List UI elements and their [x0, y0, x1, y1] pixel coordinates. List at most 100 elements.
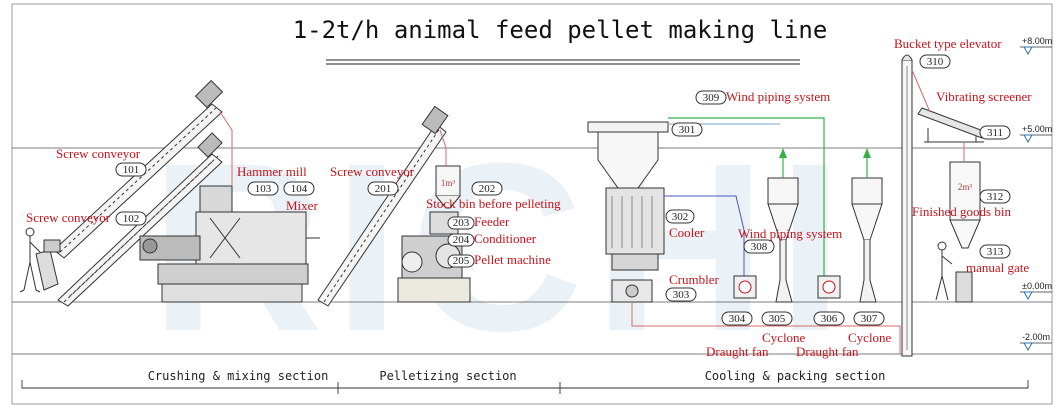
label-conditioner: Conditioner [474, 231, 537, 246]
number-bubble-312: 312 [979, 189, 1011, 204]
level-marker-5m: +5.00m [1020, 124, 1052, 144]
number-bubble-313: 313 [979, 244, 1011, 259]
section-label-crushing: Crushing & mixing section [148, 369, 329, 383]
label-screw-conveyor-201: Screw conveyor [330, 164, 415, 179]
section-label-cooling: Cooling & packing section [705, 369, 886, 383]
number-bubble-311: 311 [979, 125, 1011, 140]
label-cyclone-307: Cyclone [848, 330, 892, 345]
svg-text:101: 101 [123, 164, 140, 176]
svg-text:313: 313 [987, 246, 1004, 258]
wind-pipe-308 [664, 195, 745, 282]
material-flow-return [631, 302, 901, 354]
number-bubble-205: 205 [447, 254, 475, 268]
worker-figure-right [935, 241, 973, 303]
label-cooler: Cooler [669, 225, 705, 240]
number-bubble-307: 307 [853, 311, 885, 326]
number-bubble-302: 302 [665, 209, 695, 224]
svg-text:104: 104 [291, 183, 308, 195]
section-brace [21, 380, 1029, 394]
material-flow-line [219, 111, 233, 186]
svg-text:308: 308 [751, 241, 768, 253]
label-screw-conveyor-102: Screw conveyor [26, 210, 111, 225]
svg-text:303: 303 [673, 289, 690, 301]
svg-text:103: 103 [255, 183, 272, 195]
hammer-mill-mixer [139, 185, 320, 303]
finished-bin-volume: 2m³ [958, 182, 973, 192]
exhaust-arrow-307 [863, 148, 871, 158]
number-bubble-201: 201 [367, 181, 399, 196]
number-bubble-101: 101 [115, 162, 147, 177]
label-mixer: Mixer [286, 198, 318, 213]
bucket-elevator-310 [901, 54, 913, 357]
svg-text:301: 301 [679, 124, 696, 136]
number-bubble-202: 202 [471, 181, 503, 196]
screw-conveyor-101 [43, 79, 224, 259]
label-stock-bin: Stock bin before pelleting [426, 196, 561, 211]
label-cyclone-305: Cyclone [762, 330, 806, 345]
number-bubble-301: 301 [671, 122, 703, 137]
number-bubble-304: 304 [721, 311, 753, 326]
svg-text:102: 102 [123, 213, 140, 225]
number-bubble-306: 306 [813, 311, 845, 326]
number-bubble-303: 303 [665, 287, 697, 302]
level-marker-8m: +8.00m [1020, 36, 1052, 56]
label-feeder: Feeder [474, 214, 510, 229]
svg-text:205: 205 [453, 255, 470, 267]
screw-conveyor-201 [317, 105, 449, 307]
label-bucket-elevator: Bucket type elevator [894, 36, 1002, 51]
svg-text:±0.00m: ±0.00m [1022, 281, 1052, 291]
screw-conveyor-102 [57, 132, 223, 307]
diagram-title: 1-2t/h animal feed pellet making line [293, 16, 828, 44]
svg-text:201: 201 [375, 183, 392, 195]
draught-fan-306 [817, 275, 841, 299]
level-marker-0m: ±0.00m [1020, 281, 1052, 301]
label-pellet-machine: Pellet machine [474, 252, 551, 267]
svg-text:305: 305 [769, 313, 786, 325]
svg-text:+5.00m: +5.00m [1022, 124, 1052, 134]
number-bubble-104: 104 [283, 181, 315, 196]
svg-text:302: 302 [672, 211, 689, 223]
label-hammer-mill: Hammer mill [237, 164, 307, 179]
svg-text:202: 202 [479, 183, 496, 195]
svg-text:310: 310 [927, 56, 944, 68]
svg-text:306: 306 [821, 313, 838, 325]
svg-text:311: 311 [987, 127, 1003, 139]
label-crumbler: Crumbler [669, 272, 719, 287]
label-draught-fan-306: Draught fan [796, 344, 859, 359]
label-screw-conveyor-101: Screw conveyor [56, 146, 141, 161]
label-draught-fan-304: Draught fan [706, 344, 769, 359]
label-manual-gate: manual gate [966, 260, 1029, 275]
label-wind-piping-308: Wind piping system [738, 226, 842, 241]
svg-text:309: 309 [703, 92, 720, 104]
stock-bin-202: 1m³ [435, 165, 461, 209]
svg-text:+8.00m: +8.00m [1022, 36, 1052, 46]
finished-goods-bin-312: 2m³ [949, 161, 981, 249]
cyclone-307 [851, 177, 883, 303]
level-marker-minus2m: -2.00m [1020, 332, 1052, 352]
number-bubble-102: 102 [115, 211, 147, 226]
svg-text:204: 204 [453, 234, 470, 246]
crumbler-303 [611, 279, 653, 303]
number-bubble-103: 103 [247, 181, 279, 196]
label-vibrating-screener: Vibrating screener [936, 89, 1032, 104]
stock-bin-volume: 1m³ [441, 178, 456, 188]
diagram-frame [11, 3, 1053, 405]
number-bubble-308: 308 [743, 239, 775, 254]
number-bubble-310: 310 [919, 54, 951, 69]
wind-pipe-309 [668, 117, 825, 282]
svg-text:304: 304 [729, 313, 746, 325]
number-bubble-203: 203 [447, 216, 475, 230]
svg-text:-2.00m: -2.00m [1022, 332, 1050, 342]
svg-text:312: 312 [987, 191, 1004, 203]
number-bubble-309: 309 [695, 90, 727, 105]
label-finished-goods-bin: Finished goods bin [912, 204, 1011, 219]
worker-figure [19, 227, 59, 293]
draught-fan-304 [733, 275, 757, 299]
cyclone-305 [767, 177, 799, 303]
svg-text:307: 307 [861, 313, 878, 325]
cooler-302 [587, 121, 669, 271]
number-bubble-204: 204 [447, 233, 475, 247]
exhaust-arrow-305 [779, 148, 787, 158]
